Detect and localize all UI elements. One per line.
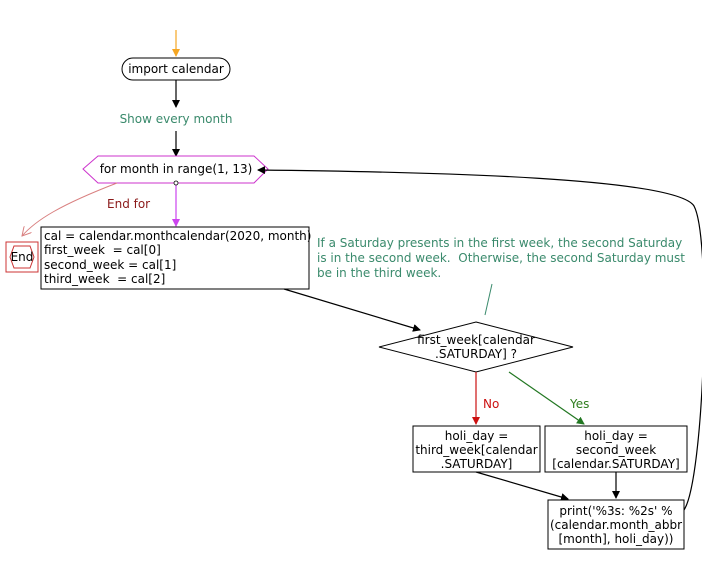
note-line-2: is in the second week. Otherwise, the se… — [317, 251, 685, 265]
no-block-line-3: .SATURDAY] — [440, 457, 513, 471]
print-block-shape — [547, 499, 685, 550]
end-node-inner — [9, 245, 35, 269]
arrow-assign-to-decision — [283, 288, 421, 332]
no-label: No — [483, 397, 500, 411]
yes-block-line-2: second_week — [575, 443, 657, 457]
show-every-month-comment: Show every month — [119, 112, 233, 126]
yes-block-line-3: [calendar.SATURDAY] — [552, 457, 680, 471]
no-block-line-2: third_week[calendar — [415, 443, 538, 457]
print-line-1: print('%3s: %2s' % — [559, 504, 673, 518]
assign-line-3: second_week = cal[1] — [44, 258, 177, 272]
loop-node-text: for month in range(1, 13) — [99, 162, 253, 176]
note-line-3: be in the third week. — [317, 266, 442, 280]
print-line-2: (calendar.month_abbr — [549, 518, 683, 532]
end-for-label: End for — [107, 197, 151, 211]
no-block-line-1: holi_day = — [444, 429, 509, 443]
note-connector — [484, 283, 493, 316]
yes-arrow — [508, 371, 585, 425]
start-node-text: import calendar — [128, 62, 224, 76]
assign-line-4: third_week = cal[2] — [44, 272, 166, 286]
yes-block-line-1: holi_day = — [584, 429, 648, 443]
note-line-1: If a Saturday presents in the first week… — [317, 236, 683, 250]
yes-block-shape — [544, 425, 688, 473]
yes-label: Yes — [570, 397, 590, 411]
end-for-arrow — [22, 182, 118, 236]
loop-node-shape — [82, 155, 269, 184]
no-block-shape — [412, 425, 541, 473]
loop-back-arrow — [257, 166, 702, 511]
decision-line-2: .SATURDAY] ? — [435, 347, 517, 361]
arrow-no-to-print — [475, 471, 569, 501]
assign-line-2: first_week = cal[0] — [44, 243, 161, 257]
print-line-3: [month], holi_day)) — [558, 532, 674, 546]
assign-line-1: cal = calendar.monthcalendar(2020, month… — [44, 229, 312, 243]
end-node-text: End — [10, 250, 34, 264]
assign-block-shape — [40, 226, 310, 290]
loop-origin-dot — [173, 180, 179, 186]
decision-line-1: first_week[calendar — [417, 333, 535, 347]
